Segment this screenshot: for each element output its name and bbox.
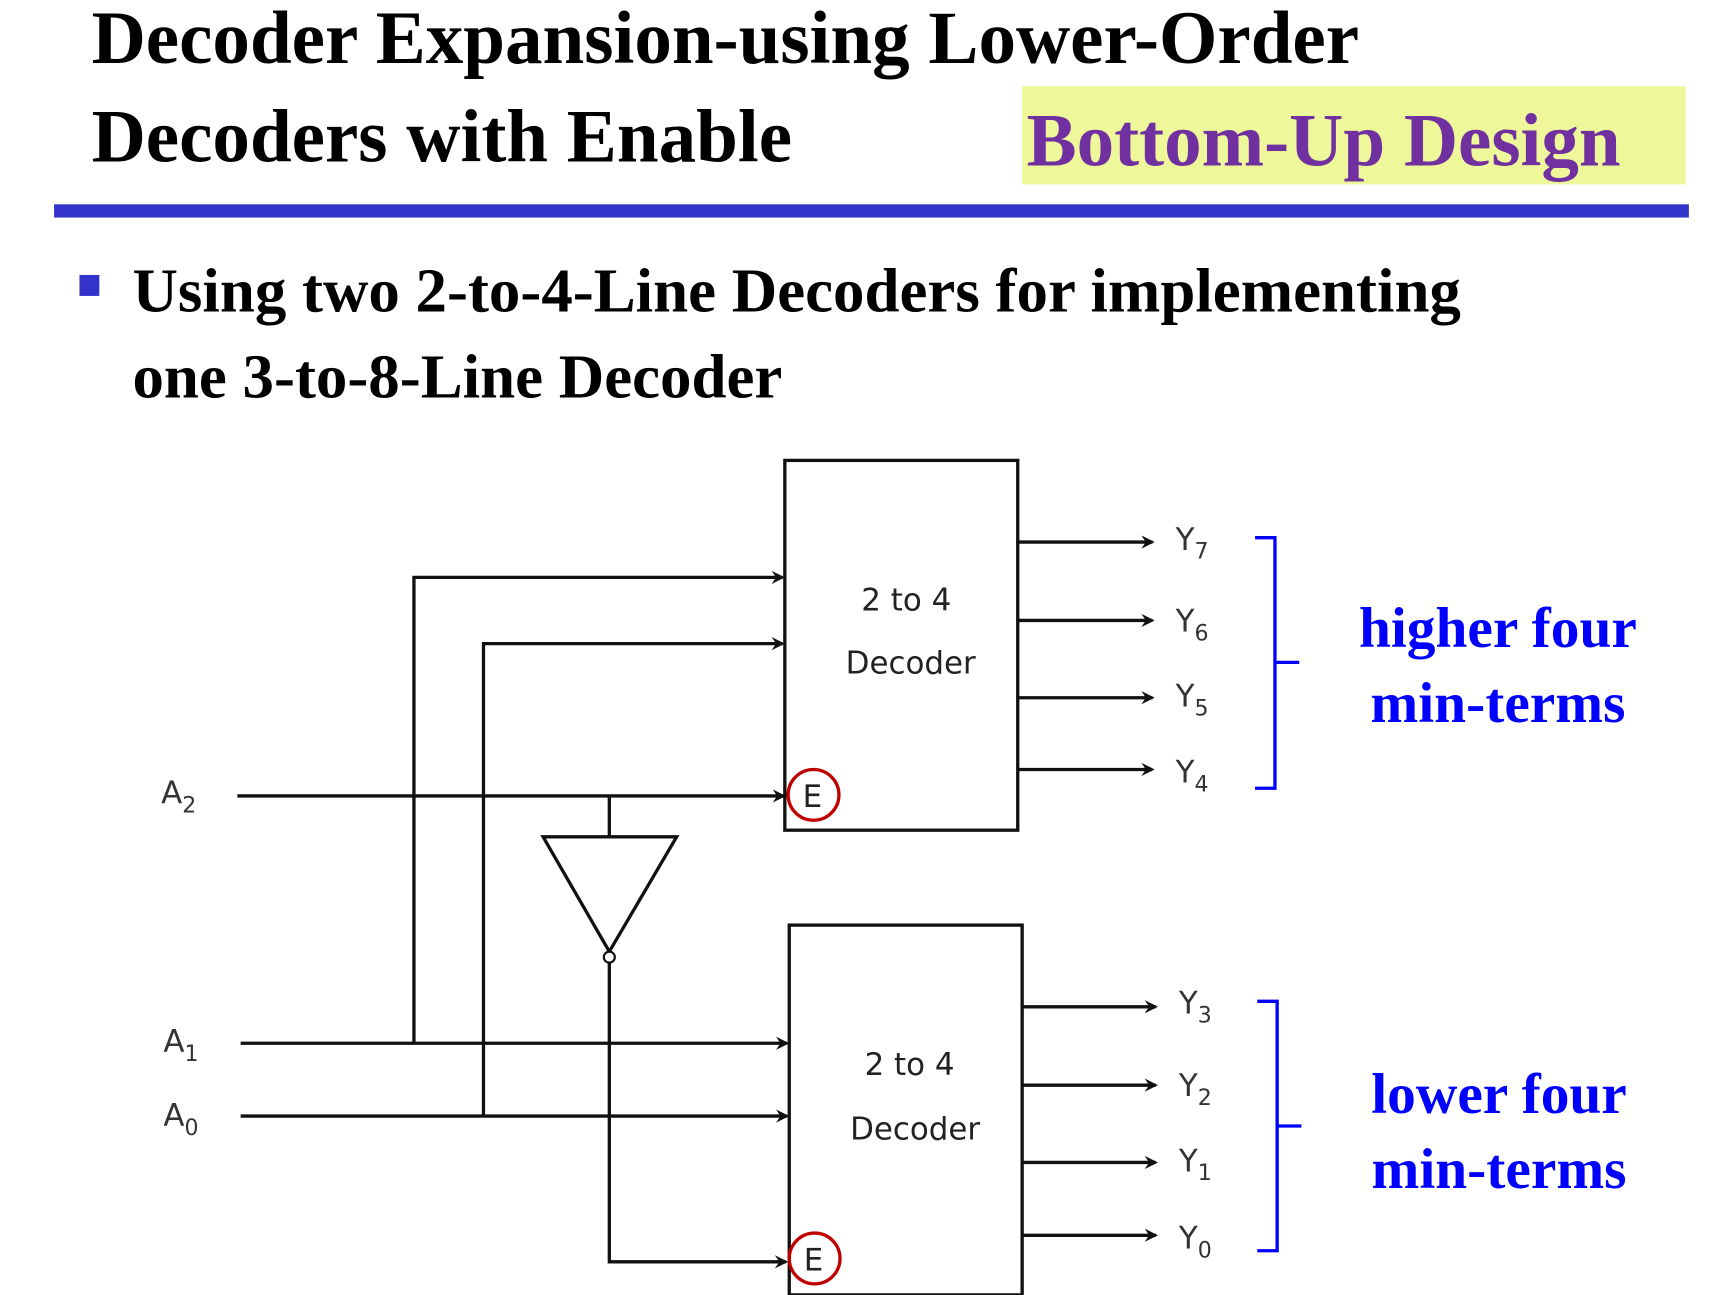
output-label-y3: Y3	[1178, 985, 1212, 1028]
output-label-y1: Y1	[1178, 1143, 1212, 1186]
higher-label-line1: higher four	[1359, 597, 1637, 660]
bullet-text-line1: Using two 2-to-4-Line Decoders for imple…	[132, 255, 1460, 325]
output-label-y0: Y0	[1178, 1221, 1212, 1264]
inverter-triangle	[540, 835, 680, 955]
bottom-decoder-label: 2 to 4	[865, 1047, 955, 1083]
wire-a0-top	[481, 637, 785, 1117]
higher-brace-icon	[1255, 536, 1300, 790]
highlight-background	[1022, 86, 1686, 185]
title-divider	[54, 204, 1689, 218]
bottom-decoder-label2: Decoder	[850, 1111, 980, 1147]
top-decoder-label2: Decoder	[846, 645, 976, 681]
slide-title-line2: Decoders with Enable	[92, 95, 792, 178]
input-label-a1: A1	[163, 1024, 198, 1067]
wire-inverter-out	[607, 962, 789, 1269]
output-label-y7: Y7	[1175, 522, 1209, 565]
output-label-y5: Y5	[1175, 679, 1209, 722]
lower-label-line1: lower four	[1371, 1063, 1627, 1126]
slide-title-line1: Decoder Expansion-using Lower-Order	[92, 0, 1359, 80]
highlight-text: Bottom-Up Design	[1027, 100, 1621, 183]
bottom-enable-circle	[787, 1231, 842, 1286]
input-label-a0: A0	[163, 1098, 198, 1141]
bullet-marker-icon	[79, 274, 100, 296]
bottom-enable-label: E	[804, 1243, 824, 1279]
input-label-a2: A2	[161, 776, 196, 819]
output-label-y2: Y2	[1178, 1068, 1212, 1111]
bottom-decoder-box	[787, 923, 1024, 1295]
wire-a1-top	[412, 570, 785, 1044]
bullet-text-line2: one 3-to-8-Line Decoder	[132, 341, 782, 411]
top-decoder-label: 2 to 4	[861, 583, 951, 619]
lower-brace-icon	[1257, 999, 1302, 1253]
top-enable-circle	[786, 767, 841, 822]
lower-label-line2: min-terms	[1372, 1138, 1627, 1201]
decoder-diagram: 2 to 4 Decoder 2 to 4 Decoder E E A2 A1 …	[161, 458, 1637, 1295]
top-enable-label: E	[803, 779, 823, 815]
output-label-y4: Y4	[1175, 755, 1209, 798]
inverter-bubble	[602, 950, 616, 964]
output-label-y6: Y6	[1175, 603, 1209, 646]
higher-label-line2: min-terms	[1370, 672, 1625, 735]
